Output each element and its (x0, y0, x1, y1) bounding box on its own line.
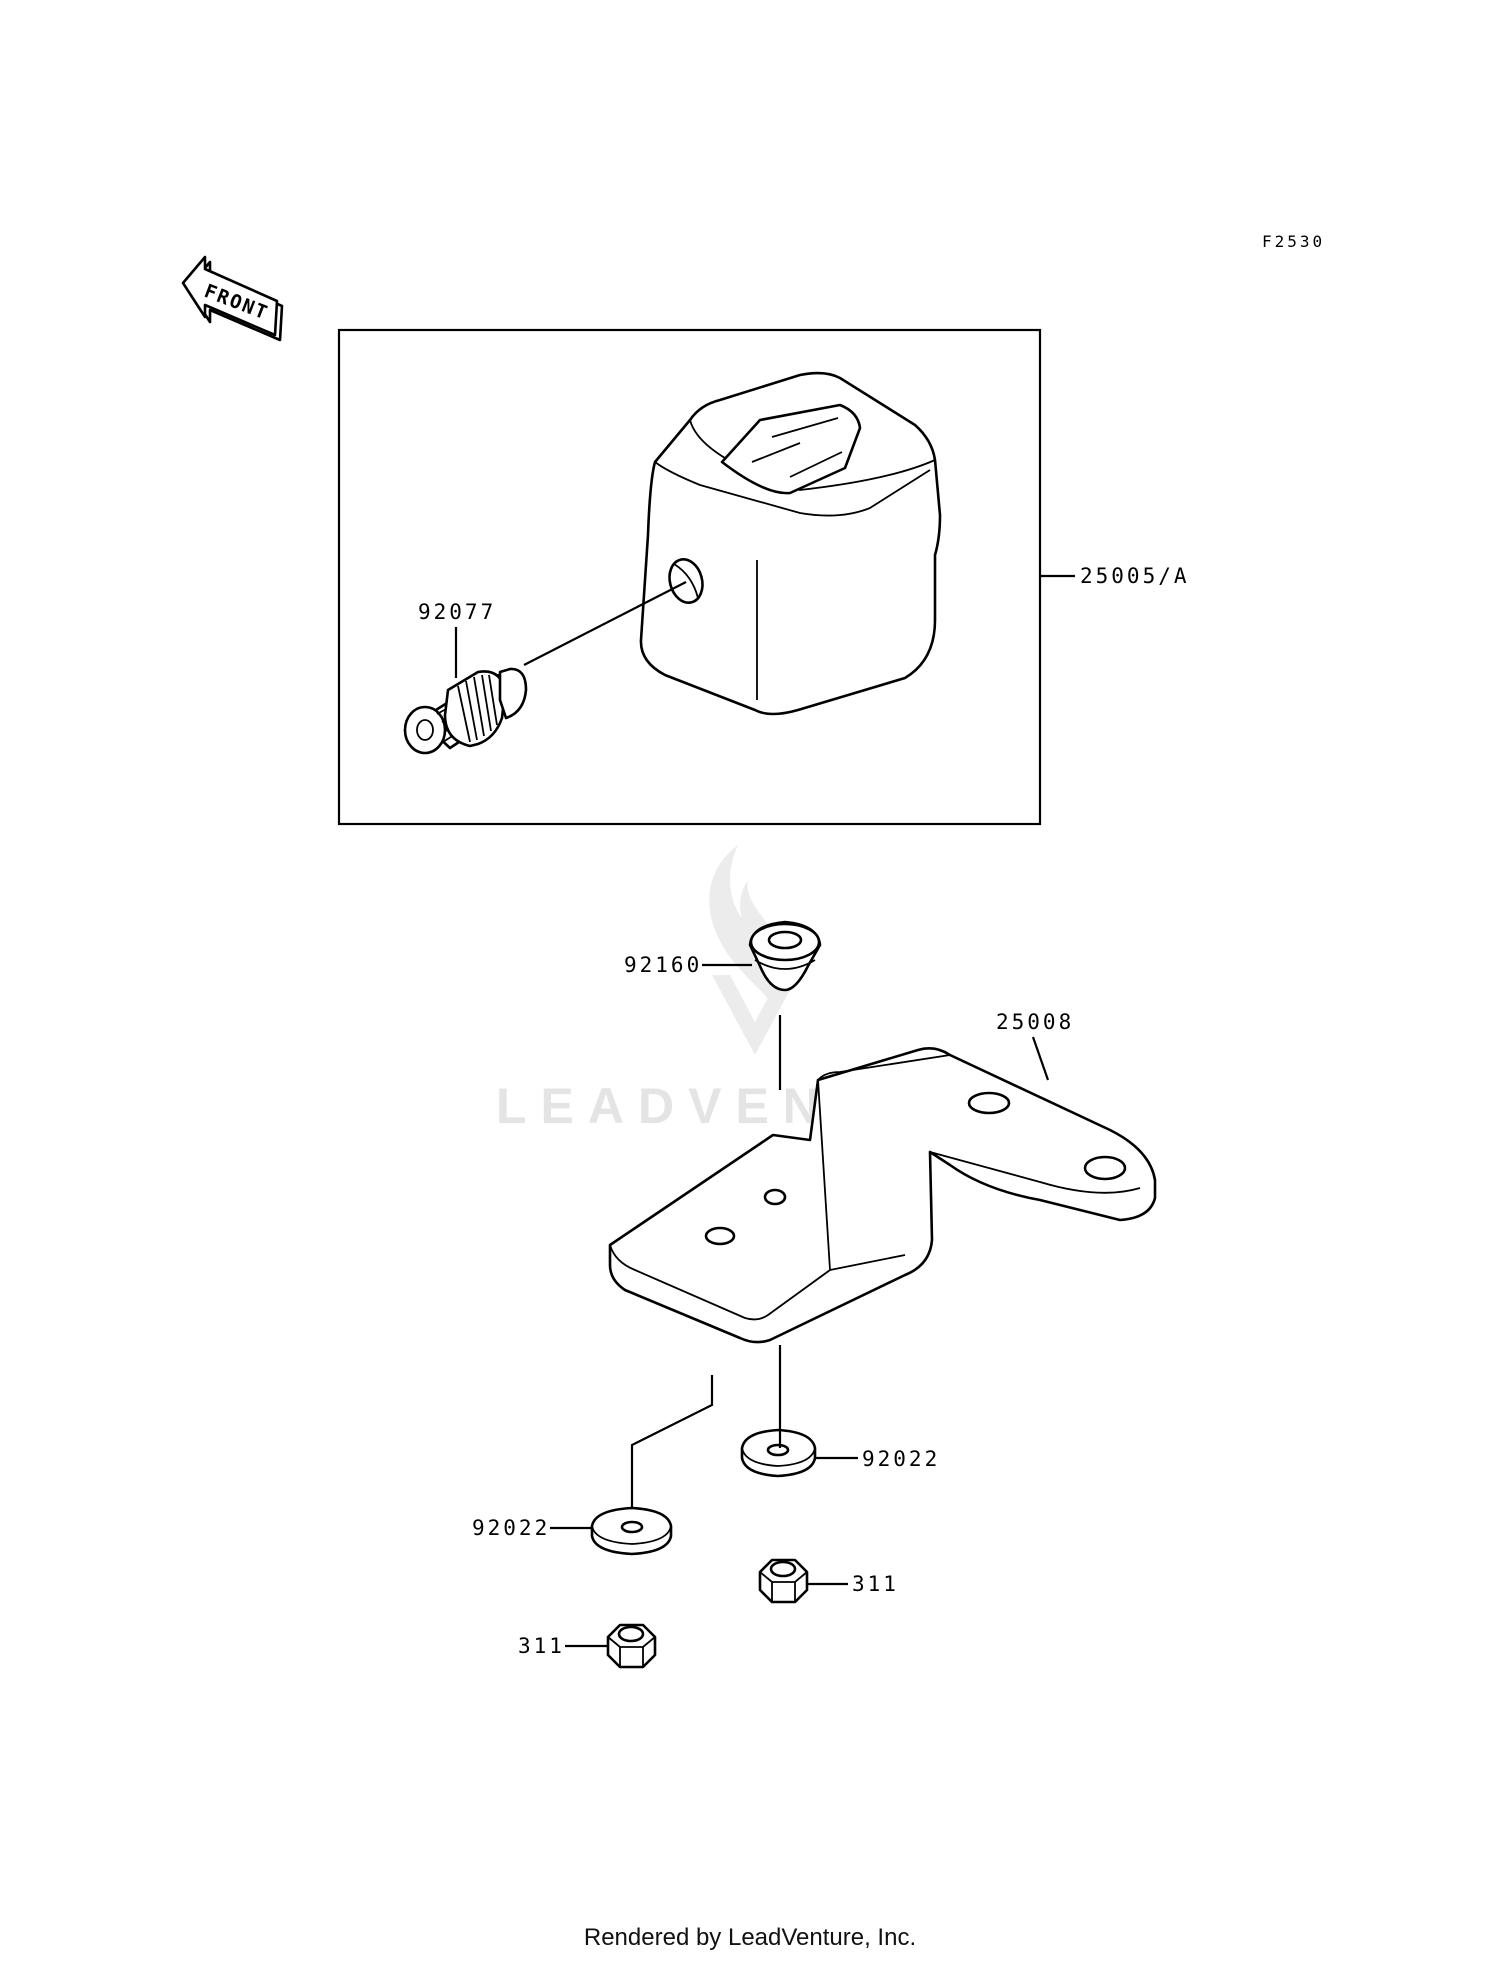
callout-speedometer: 25005/A (1080, 564, 1190, 588)
front-arrow-icon: FRONT (181, 255, 284, 342)
pinion-gear (403, 667, 528, 755)
mounting-bracket (608, 1047, 1157, 1344)
washer-left-leader-line (630, 1375, 714, 1518)
callout-bracket: 25008 (996, 1010, 1074, 1034)
bracket-callout-line (1031, 1036, 1050, 1081)
rubber-grommet (748, 920, 822, 992)
callout-nut-left: 311 (518, 1634, 565, 1658)
callout-pinion: 92077 (418, 600, 496, 624)
washer-right (740, 1428, 817, 1478)
callout-washer-right: 92022 (862, 1447, 940, 1471)
callout-nut-right: 311 (852, 1572, 899, 1596)
pinion-leader-line (523, 581, 687, 666)
washer-left (590, 1506, 673, 1556)
figure-code: F2530 (1262, 232, 1325, 251)
callout-grommet: 92160 (624, 953, 702, 977)
callout-washer-left: 92022 (472, 1516, 550, 1540)
footer-credit: Rendered by LeadVenture, Inc. (584, 1924, 916, 1951)
speedometer-housing (639, 371, 942, 716)
hex-nut-right (758, 1558, 809, 1604)
hex-nut-left (606, 1623, 657, 1669)
